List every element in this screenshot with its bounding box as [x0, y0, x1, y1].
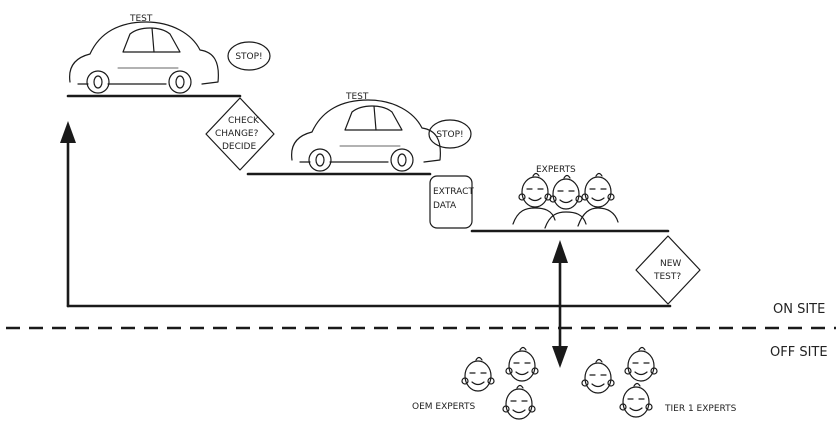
- extract-label-line1: EXTRACT: [433, 187, 474, 197]
- expert-face-icon: [619, 382, 653, 418]
- car-icon: [69, 21, 219, 94]
- stop-label-1: STOP!: [235, 52, 262, 62]
- arrow-up-icon: [552, 240, 568, 263]
- arrow-up-icon: [60, 121, 76, 143]
- extract-label-line2: DATA: [433, 201, 457, 211]
- tier1-experts-label: TIER 1 EXPERTS: [664, 404, 737, 414]
- new-test-label-line1: NEW: [660, 259, 681, 269]
- new-test-decision-diamond: [635, 235, 701, 305]
- experts-shoulders: [512, 207, 619, 229]
- expert-face-icon: [502, 384, 536, 420]
- expert-face-icon: [581, 358, 615, 394]
- check-decision-diamond: [205, 97, 275, 171]
- oem-experts-label: OEM EXPERTS: [412, 402, 475, 412]
- expert-face-icon: [581, 172, 615, 208]
- stop-badge-2: [428, 119, 472, 149]
- test-label-1: TEST: [129, 14, 153, 24]
- arrow-down-icon: [552, 346, 568, 368]
- experts-label: EXPERTS: [536, 165, 576, 175]
- off-site-label: OFF SITE: [770, 345, 828, 360]
- extract-data-box: [429, 175, 473, 229]
- on-site-label: ON SITE: [773, 302, 825, 317]
- expert-face-icon: [624, 346, 658, 382]
- new-test-label-line2: TEST?: [653, 272, 681, 282]
- expert-face-icon: [505, 346, 539, 382]
- check-label-line2: CHANGE?: [215, 129, 259, 139]
- expert-face-icon: [549, 174, 583, 210]
- check-label-line1: CHECK: [228, 116, 260, 126]
- expert-face-icon: [461, 356, 495, 392]
- test-label-2: TEST: [345, 92, 369, 102]
- car-icon: [291, 99, 441, 172]
- check-label-line3: DECIDE: [222, 142, 256, 152]
- stop-label-2: STOP!: [436, 130, 463, 140]
- expert-face-icon: [518, 172, 552, 208]
- stop-badge-1: [227, 41, 271, 71]
